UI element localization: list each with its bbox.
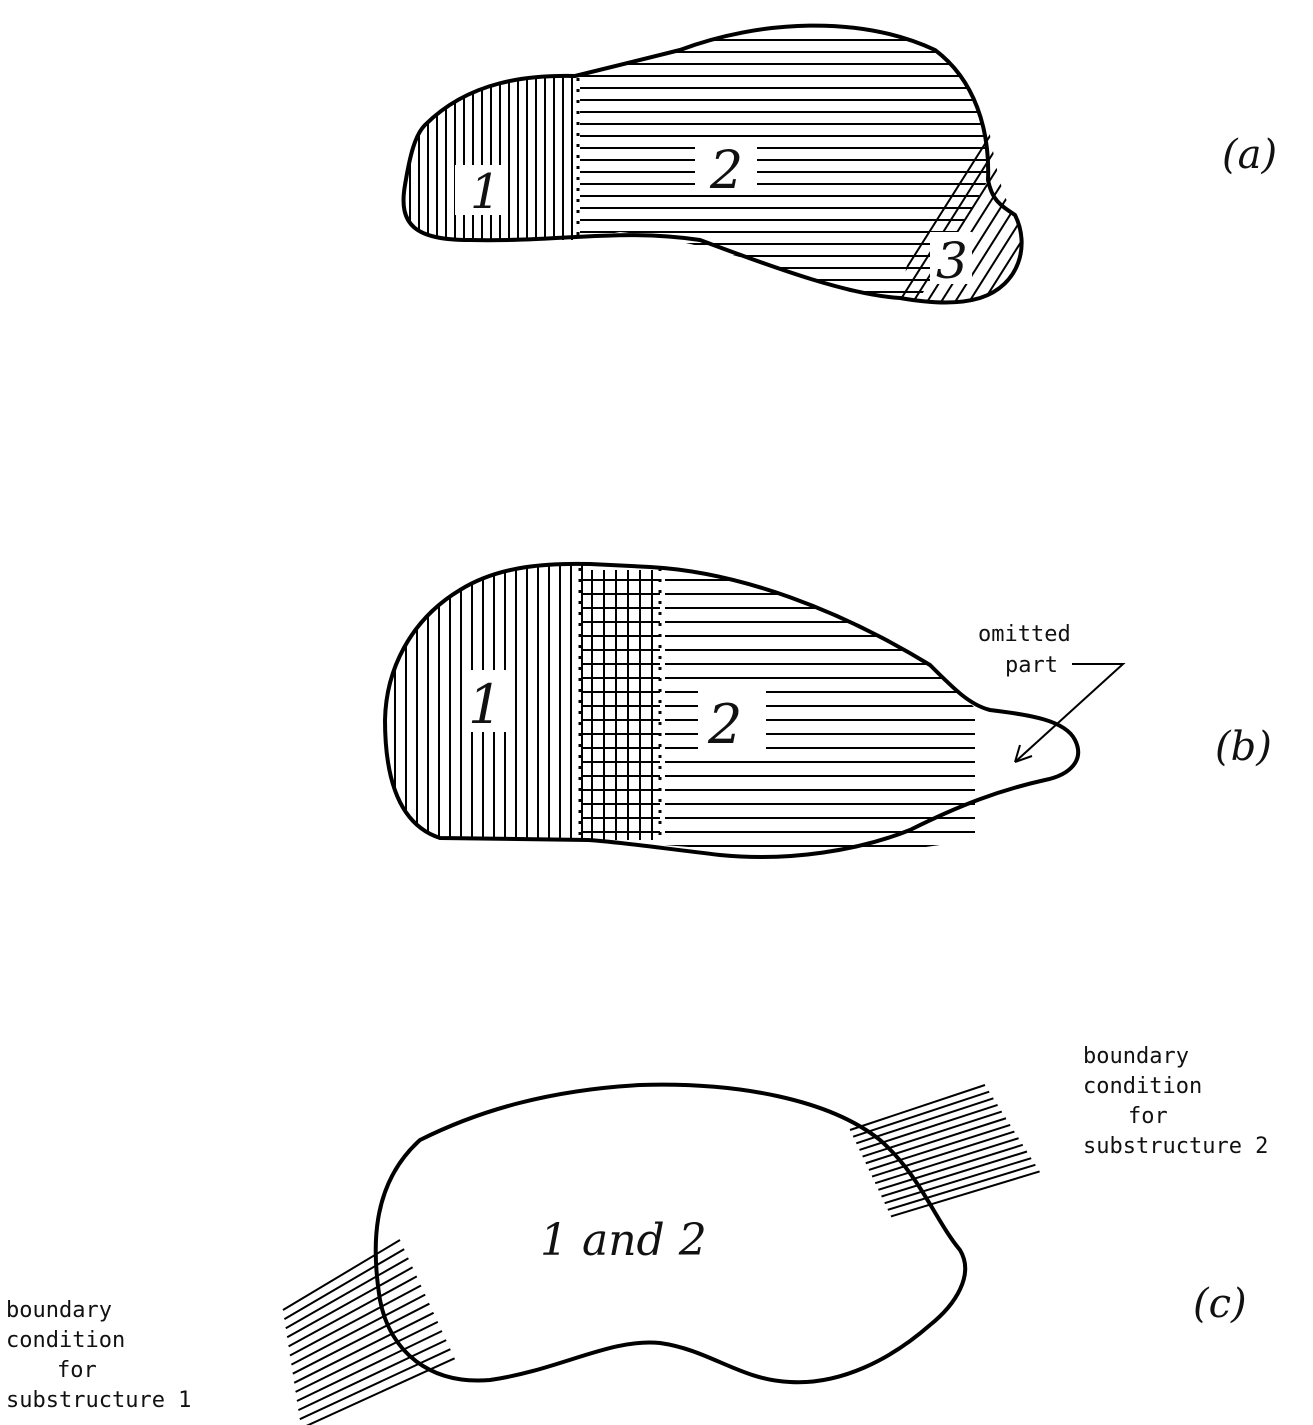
hatch-line xyxy=(287,1267,412,1337)
boundary-note-left: boundary condition for substructure 1 xyxy=(6,1298,191,1413)
hatch-line xyxy=(296,1322,438,1392)
hatch-line xyxy=(283,1240,400,1310)
hatch-line xyxy=(286,1258,409,1328)
note-right-line4: substructure 2 xyxy=(1083,1134,1268,1159)
omitted-annotation-line2: part xyxy=(1005,653,1058,678)
hatch-line xyxy=(300,1349,451,1419)
hatch-line xyxy=(293,1304,430,1374)
hatch-line xyxy=(298,1340,446,1410)
boundary-hatch-substructure-1 xyxy=(283,1240,455,1425)
boundary-note-right: boundary condition for substructure 2 xyxy=(1083,1044,1268,1159)
overlap-grid-hatch xyxy=(582,570,660,840)
hatch-line xyxy=(289,1276,417,1346)
annotation-arrow xyxy=(1015,664,1123,762)
hatch-line xyxy=(1062,120,1182,310)
region-1-hatch-vertical xyxy=(410,70,572,250)
note-left-line1: boundary xyxy=(6,1298,112,1323)
figure-c: 1 and 2 (c) boundary condition for subst… xyxy=(6,1044,1268,1425)
note-left-line3: for xyxy=(57,1358,97,1383)
note-right-line2: condition xyxy=(1083,1074,1202,1099)
figure-tag-b: (b) xyxy=(1215,724,1272,770)
figure-b: 1 2 omitted part (b) xyxy=(385,560,1272,857)
note-left-line4: substructure 1 xyxy=(6,1388,191,1413)
region-label-1: 1 xyxy=(470,164,501,220)
region-label-3: 3 xyxy=(936,232,968,290)
hatch-line xyxy=(1076,120,1196,310)
region-label-2: 2 xyxy=(709,141,743,201)
figure-tag-a: (a) xyxy=(1222,132,1277,178)
boundary-hatch-substructure-2 xyxy=(850,1085,1040,1216)
figure-tag-c: (c) xyxy=(1193,1281,1247,1327)
region-label-2: 2 xyxy=(707,693,742,756)
region-label-1-and-2: 1 and 2 xyxy=(540,1215,707,1266)
omitted-annotation-line1: omitted xyxy=(978,622,1071,647)
hatch-line xyxy=(1020,120,1140,310)
region-label-1: 1 xyxy=(468,673,502,736)
hatch-line xyxy=(1048,120,1168,310)
hatch-line xyxy=(1090,120,1210,310)
hatch-line xyxy=(1006,120,1126,310)
figure-a: 1 2 3 (a) xyxy=(404,26,1278,310)
note-left-line2: condition xyxy=(6,1328,125,1353)
hatch-line xyxy=(284,1249,404,1319)
hatch-line xyxy=(294,1313,433,1383)
note-right-line3: for xyxy=(1128,1104,1168,1129)
note-right-line1: boundary xyxy=(1083,1044,1189,1069)
hatch-line xyxy=(1034,120,1154,310)
